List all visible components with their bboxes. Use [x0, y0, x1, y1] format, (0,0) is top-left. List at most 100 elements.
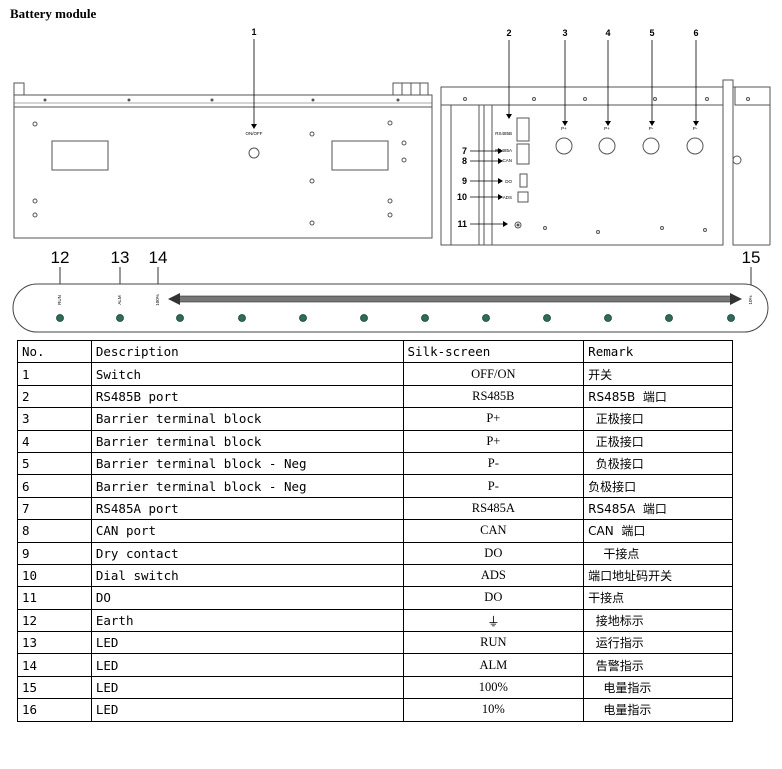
led-silk-label: 100% [155, 294, 160, 306]
cell-no: 4 [17, 429, 92, 453]
port-silk-label: DO [505, 179, 512, 184]
cell-no: 3 [17, 407, 92, 431]
cell-no: 16 [17, 698, 92, 722]
cell-description: LED [90, 631, 404, 655]
cell-remark: 电量指示 [583, 675, 733, 700]
led-indicator [727, 314, 735, 322]
cell-no: 15 [17, 675, 92, 700]
front-panel [13, 82, 433, 239]
callout-9: 9 [462, 176, 467, 186]
cell-description: LED [90, 675, 404, 700]
terminal-label: P+ [604, 126, 610, 131]
callout-13: 13 [111, 248, 130, 267]
cell-no: 6 [17, 474, 92, 498]
cell-remark: 负极接口 [583, 474, 733, 498]
cell-remark: 正极接口 [583, 407, 733, 431]
cell-description: Barrier terminal block - Neg [90, 451, 404, 476]
cell-remark: 负极接口 [583, 451, 733, 476]
led-silk-label: 10% [748, 295, 753, 304]
callout-6: 6 [693, 28, 698, 38]
led-indicator [665, 314, 673, 322]
cell-silk-screen: ALM [402, 653, 585, 677]
cell-remark: 电量指示 [583, 698, 733, 722]
cell-silk-screen: P- [402, 474, 585, 498]
led-indicator [299, 314, 307, 322]
cell-remark: 告警指示 [583, 653, 733, 677]
callout-2: 2 [506, 28, 511, 38]
cell-no: 10 [17, 563, 92, 588]
cell-description: Dial switch [90, 563, 404, 588]
table-header-row: No. Description Silk-screen Remark [17, 339, 733, 364]
cell-silk-screen: CAN [402, 519, 585, 543]
column-header-remark: Remark [583, 339, 733, 364]
led-silk-label: RUN [57, 295, 62, 305]
callout-8: 8 [462, 156, 467, 166]
callout-5: 5 [649, 28, 654, 38]
led-indicator [176, 314, 184, 322]
port-silk-label: RS485A [495, 148, 512, 153]
cell-silk-screen: P+ [402, 407, 585, 431]
cell-remark: 运行指示 [583, 631, 733, 655]
cell-remark: 接地标示 [583, 608, 733, 633]
port-silk-label: CAN [502, 158, 512, 163]
cell-silk-screen: DO [402, 541, 585, 565]
cell-remark: 正极接口 [583, 429, 733, 453]
cell-silk-screen: P+ [402, 429, 585, 453]
cell-remark: 端口地址码开关 [583, 563, 733, 588]
port-panel [440, 79, 771, 246]
callout-3: 3 [562, 28, 567, 38]
terminal-label: P+ [561, 126, 567, 131]
cell-description: Barrier terminal block - Neg [90, 474, 404, 498]
cell-silk-screen: OFF/ON [402, 362, 585, 386]
cell-silk-screen: 100% [402, 675, 585, 700]
led-indicator [56, 314, 64, 322]
cell-silk-screen: RS485A [402, 496, 585, 521]
column-header-description: Description [90, 339, 404, 364]
cell-silk-screen: RUN [402, 631, 585, 655]
cell-description: Earth [90, 608, 404, 633]
cell-silk-screen: ADS [402, 563, 585, 588]
callout-11: 11 [457, 219, 467, 229]
led-indicator [238, 314, 246, 322]
callout-14: 14 [149, 248, 168, 267]
cell-silk-screen: DO [402, 586, 585, 610]
cell-description: Barrier terminal block [90, 407, 404, 431]
cell-silk-screen: ⏚ [402, 608, 585, 633]
cell-remark: RS485B 端口 [583, 384, 733, 409]
led-silk-label: ALM [117, 295, 122, 305]
callout-15: 15 [742, 248, 761, 267]
port-silk-label: RS485B [495, 131, 512, 136]
led-indicator [360, 314, 368, 322]
page-title: Battery module [10, 6, 97, 21]
cell-description: CAN port [90, 519, 404, 543]
cell-no: 1 [17, 362, 92, 386]
led-indicator [421, 314, 429, 322]
led-strip [12, 283, 769, 333]
cell-remark: 干接点 [583, 541, 733, 565]
cell-description: Barrier terminal block [90, 429, 404, 453]
cell-silk-screen: 10% [402, 698, 585, 722]
cell-no: 7 [17, 496, 92, 521]
callout-4: 4 [605, 28, 610, 38]
cell-no: 5 [17, 451, 92, 476]
cell-remark: 开关 [583, 362, 733, 386]
battery-level-arrow [168, 293, 742, 305]
column-header-silk-screen: Silk-screen [402, 339, 585, 364]
callout-1: 1 [251, 27, 256, 37]
switch-silk-label: ON/OFF [246, 131, 263, 136]
led-indicator [604, 314, 612, 322]
port-silk-label: ADS [503, 195, 512, 200]
